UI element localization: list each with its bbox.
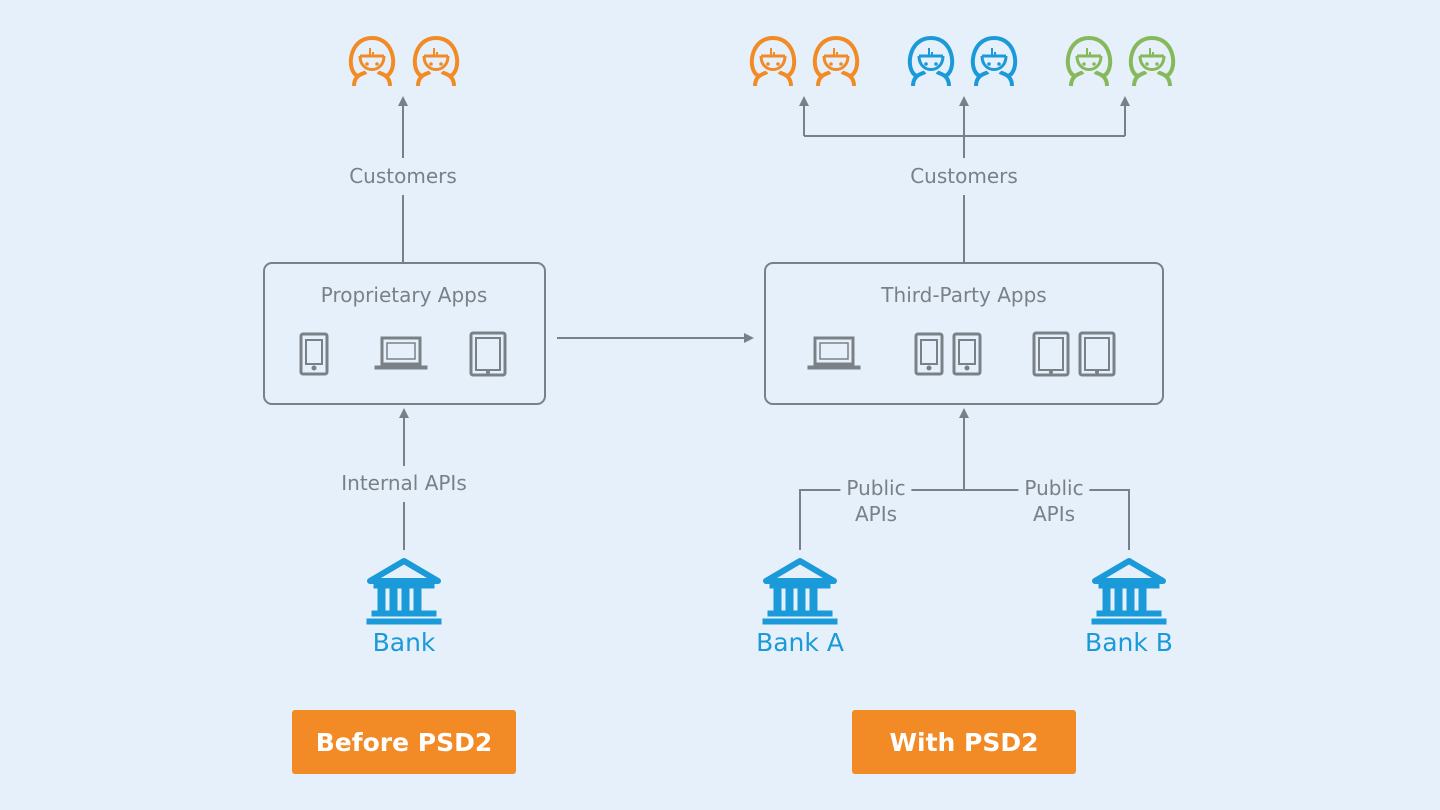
customer-icon xyxy=(907,36,955,88)
bank-label: Bank xyxy=(372,628,436,657)
bank-b-label: Bank B xyxy=(1085,628,1173,657)
tablet-icon xyxy=(1032,331,1070,377)
bank-a-label: Bank A xyxy=(756,628,844,657)
tablet-icon xyxy=(1078,331,1116,377)
internal-apis-label: Internal APIs xyxy=(335,470,473,496)
phone-icon xyxy=(299,332,329,376)
customer-icon xyxy=(348,36,396,88)
with-psd2-label: With PSD2 xyxy=(852,710,1076,774)
customer-icon xyxy=(1065,36,1113,88)
customer-branch-lines xyxy=(799,96,1130,262)
bank-b-icon xyxy=(1092,561,1166,624)
laptop-icon xyxy=(806,336,862,371)
customer-icon xyxy=(412,36,460,88)
tablet-icon xyxy=(469,331,507,377)
before-customers-label: Customers xyxy=(343,163,463,189)
customer-icon xyxy=(970,36,1018,88)
third-party-apps-title: Third-Party Apps xyxy=(881,283,1047,307)
with-customers-label: Customers xyxy=(904,163,1024,189)
with-customers xyxy=(749,36,1176,88)
before-customers xyxy=(348,36,460,88)
bank-a-icon xyxy=(763,561,837,624)
proprietary-apps-box xyxy=(263,262,546,405)
bank-icon xyxy=(367,561,441,624)
laptop-icon xyxy=(373,336,429,371)
public-api-lines xyxy=(799,408,1130,550)
customer-icon xyxy=(749,36,797,88)
proprietary-apps-title: Proprietary Apps xyxy=(320,283,488,307)
customer-icon xyxy=(1128,36,1176,88)
before-psd2-label: Before PSD2 xyxy=(292,710,516,774)
third-party-apps-box xyxy=(764,262,1164,405)
phone-icon xyxy=(952,332,982,376)
customer-icon xyxy=(812,36,860,88)
phone-icon xyxy=(914,332,944,376)
